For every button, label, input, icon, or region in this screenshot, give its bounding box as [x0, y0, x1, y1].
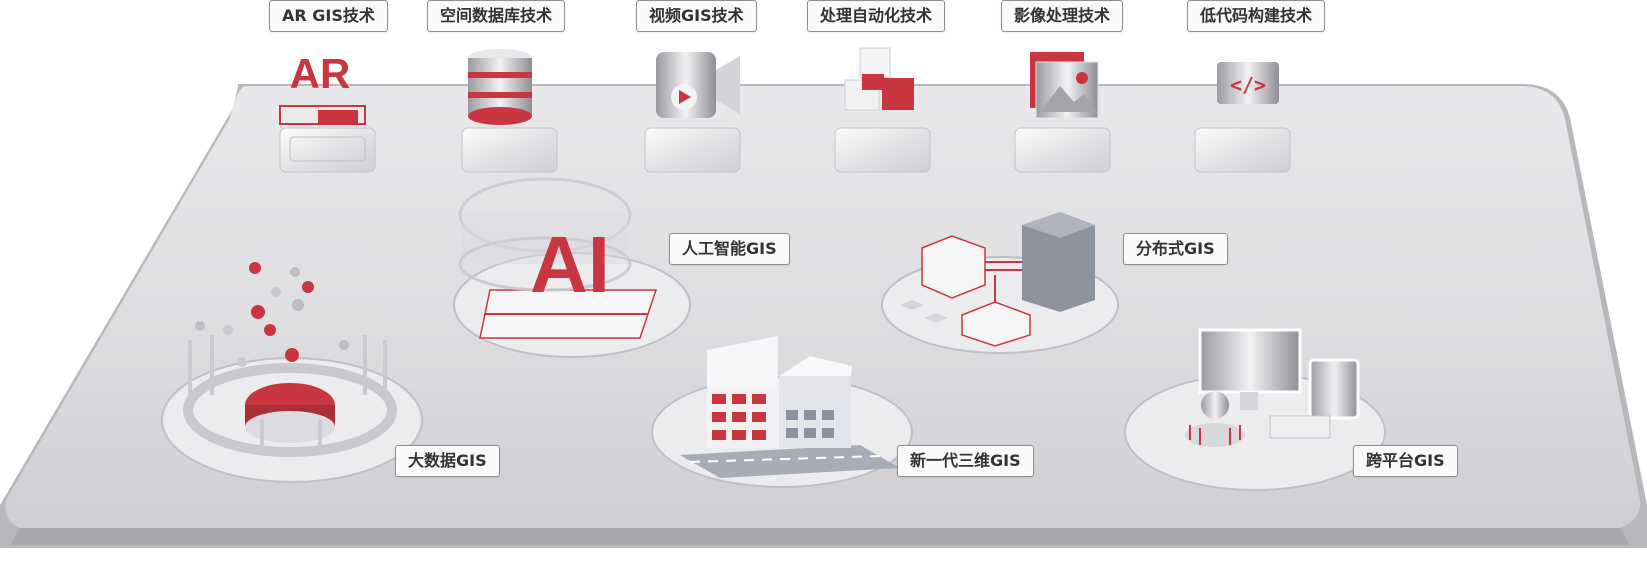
new-3d-gis-module [651, 336, 913, 488]
label-distributed-gis: 分布式GIS [1123, 233, 1228, 265]
label-ai-gis: 人工智能GIS [669, 233, 790, 265]
label-spatial-database: 空间数据库技术 [427, 0, 566, 32]
ai-gis-module: AI [453, 177, 691, 358]
distributed-gis-module [881, 212, 1119, 354]
label-processing-automation: 处理自动化技术 [807, 0, 946, 32]
label-new-3d-gis: 新一代三维GIS [897, 445, 1034, 477]
image-processing-tile [1014, 52, 1111, 173]
ar-icon: AR [290, 50, 351, 97]
automation-tile [834, 47, 931, 173]
video-camera-icon [656, 52, 740, 118]
ai-icon: AI [530, 220, 610, 309]
code-icon-text: </> [1230, 73, 1266, 97]
label-cross-platform-gis: 跨平台GIS [1353, 445, 1458, 477]
image-icon [1030, 52, 1099, 119]
label-image-processing: 影像处理技术 [1001, 0, 1124, 32]
code-icon: </> [1217, 62, 1279, 104]
label-video-gis: 视频GIS技术 [636, 0, 757, 32]
big-data-gis-module [161, 262, 423, 483]
label-ar-gis: AR GIS技术 [269, 0, 388, 32]
label-big-data-gis: 大数据GIS [395, 445, 500, 477]
top-tiles: AR [279, 47, 1291, 173]
database-icon [468, 49, 532, 125]
cross-platform-gis-module [1124, 328, 1386, 491]
video-gis-tile [644, 52, 741, 173]
cubes-icon [844, 47, 914, 111]
data-spheres [195, 262, 349, 367]
ar-gis-tile: AR [279, 50, 376, 173]
low-code-tile: </> [1194, 62, 1291, 173]
label-low-code: 低代码构建技术 [1187, 0, 1326, 32]
spatial-database-tile [461, 49, 558, 173]
